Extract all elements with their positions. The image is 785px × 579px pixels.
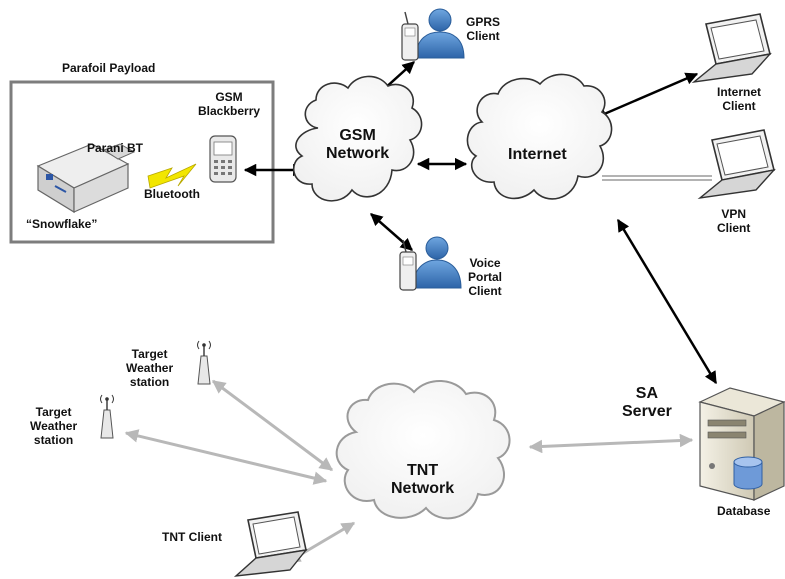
weather-station-1-line3: station (129, 374, 170, 389)
weather-station-2-line1: Target (35, 405, 72, 419)
gsm-network-line1: GSM (339, 127, 376, 144)
weather-station-1-line1: Target (131, 347, 168, 361)
gsm-network-label: GSM Network (326, 127, 389, 164)
voice-portal-client-icon (399, 236, 462, 291)
weather-station-2-icon (100, 394, 114, 439)
sa-server-label: SA Server (622, 385, 672, 422)
parani-bt-label: Parani BT (87, 141, 144, 155)
snowflake-label: “Snowflake” (26, 217, 98, 231)
link-tnt-sa (528, 433, 694, 454)
snowflake-device (36, 143, 136, 214)
voice-portal-client-line1: Voice (469, 256, 501, 270)
gprs-client-line1: GPRS (466, 15, 501, 29)
tnt-network-cloud (335, 379, 511, 520)
blackberry-phone-icon (209, 135, 237, 183)
gprs-client-line2: Client (466, 28, 500, 43)
parafoil-payload-box (9, 80, 275, 244)
gsm-blackberry-label: GSM Blackberry (198, 90, 261, 119)
internet-client-laptop-icon (691, 13, 772, 84)
internet-client-line2: Client (722, 98, 756, 113)
tnt-network-line1: TNT (407, 462, 439, 479)
gprs-client-label: GPRS Client (466, 15, 501, 44)
gsm-blackberry-line2: Blackberry (198, 103, 261, 118)
link-internet-client (593, 72, 699, 120)
gsm-network-cloud (292, 75, 423, 202)
tnt-network-line2: Network (391, 480, 455, 498)
weather-station-2-label: Target Weather station (30, 405, 78, 447)
tnt-client-laptop-icon (233, 511, 308, 577)
internet-client-label: Internet Client (717, 85, 762, 114)
voice-portal-client-line2: Portal (468, 269, 503, 284)
database-label: Database (717, 504, 771, 518)
link-internet-vpn (602, 175, 712, 181)
voice-portal-client-line3: Client (468, 283, 502, 298)
weather-station-1-icon (197, 340, 211, 385)
internet-cloud (466, 73, 613, 200)
weather-station-2-line2: Weather (30, 418, 78, 433)
internet-label: Internet (508, 146, 567, 163)
link-tnt-station2 (124, 429, 328, 485)
vpn-client-laptop-icon (697, 129, 776, 200)
database-icon (733, 456, 763, 490)
vpn-client-line2: Client (717, 220, 751, 235)
sa-server-line1: SA (635, 385, 659, 402)
bluetooth-bolt-icon (147, 163, 197, 189)
weather-station-1-line2: Weather (126, 360, 174, 375)
parafoil-payload-title: Parafoil Payload (62, 61, 156, 75)
tnt-network-label: TNT Network (391, 462, 454, 499)
link-gsm-voice (370, 213, 413, 251)
bluetooth-label: Bluetooth (144, 187, 200, 201)
weather-station-1-label: Target Weather station (126, 347, 174, 389)
weather-station-2-line3: station (33, 432, 74, 447)
link-internet-sa (616, 218, 718, 385)
tnt-client-label: TNT Client (162, 530, 222, 544)
vpn-client-label: VPN Client (717, 207, 751, 236)
sa-server-line2: Server (622, 403, 672, 421)
voice-portal-client-label: Voice Portal Client (468, 256, 503, 298)
gsm-blackberry-line1: GSM (215, 90, 243, 104)
internet-client-line1: Internet (717, 85, 762, 99)
gprs-client-icon (401, 8, 465, 61)
gsm-network-line2: Network (326, 145, 390, 163)
vpn-client-line1: VPN (721, 207, 747, 221)
